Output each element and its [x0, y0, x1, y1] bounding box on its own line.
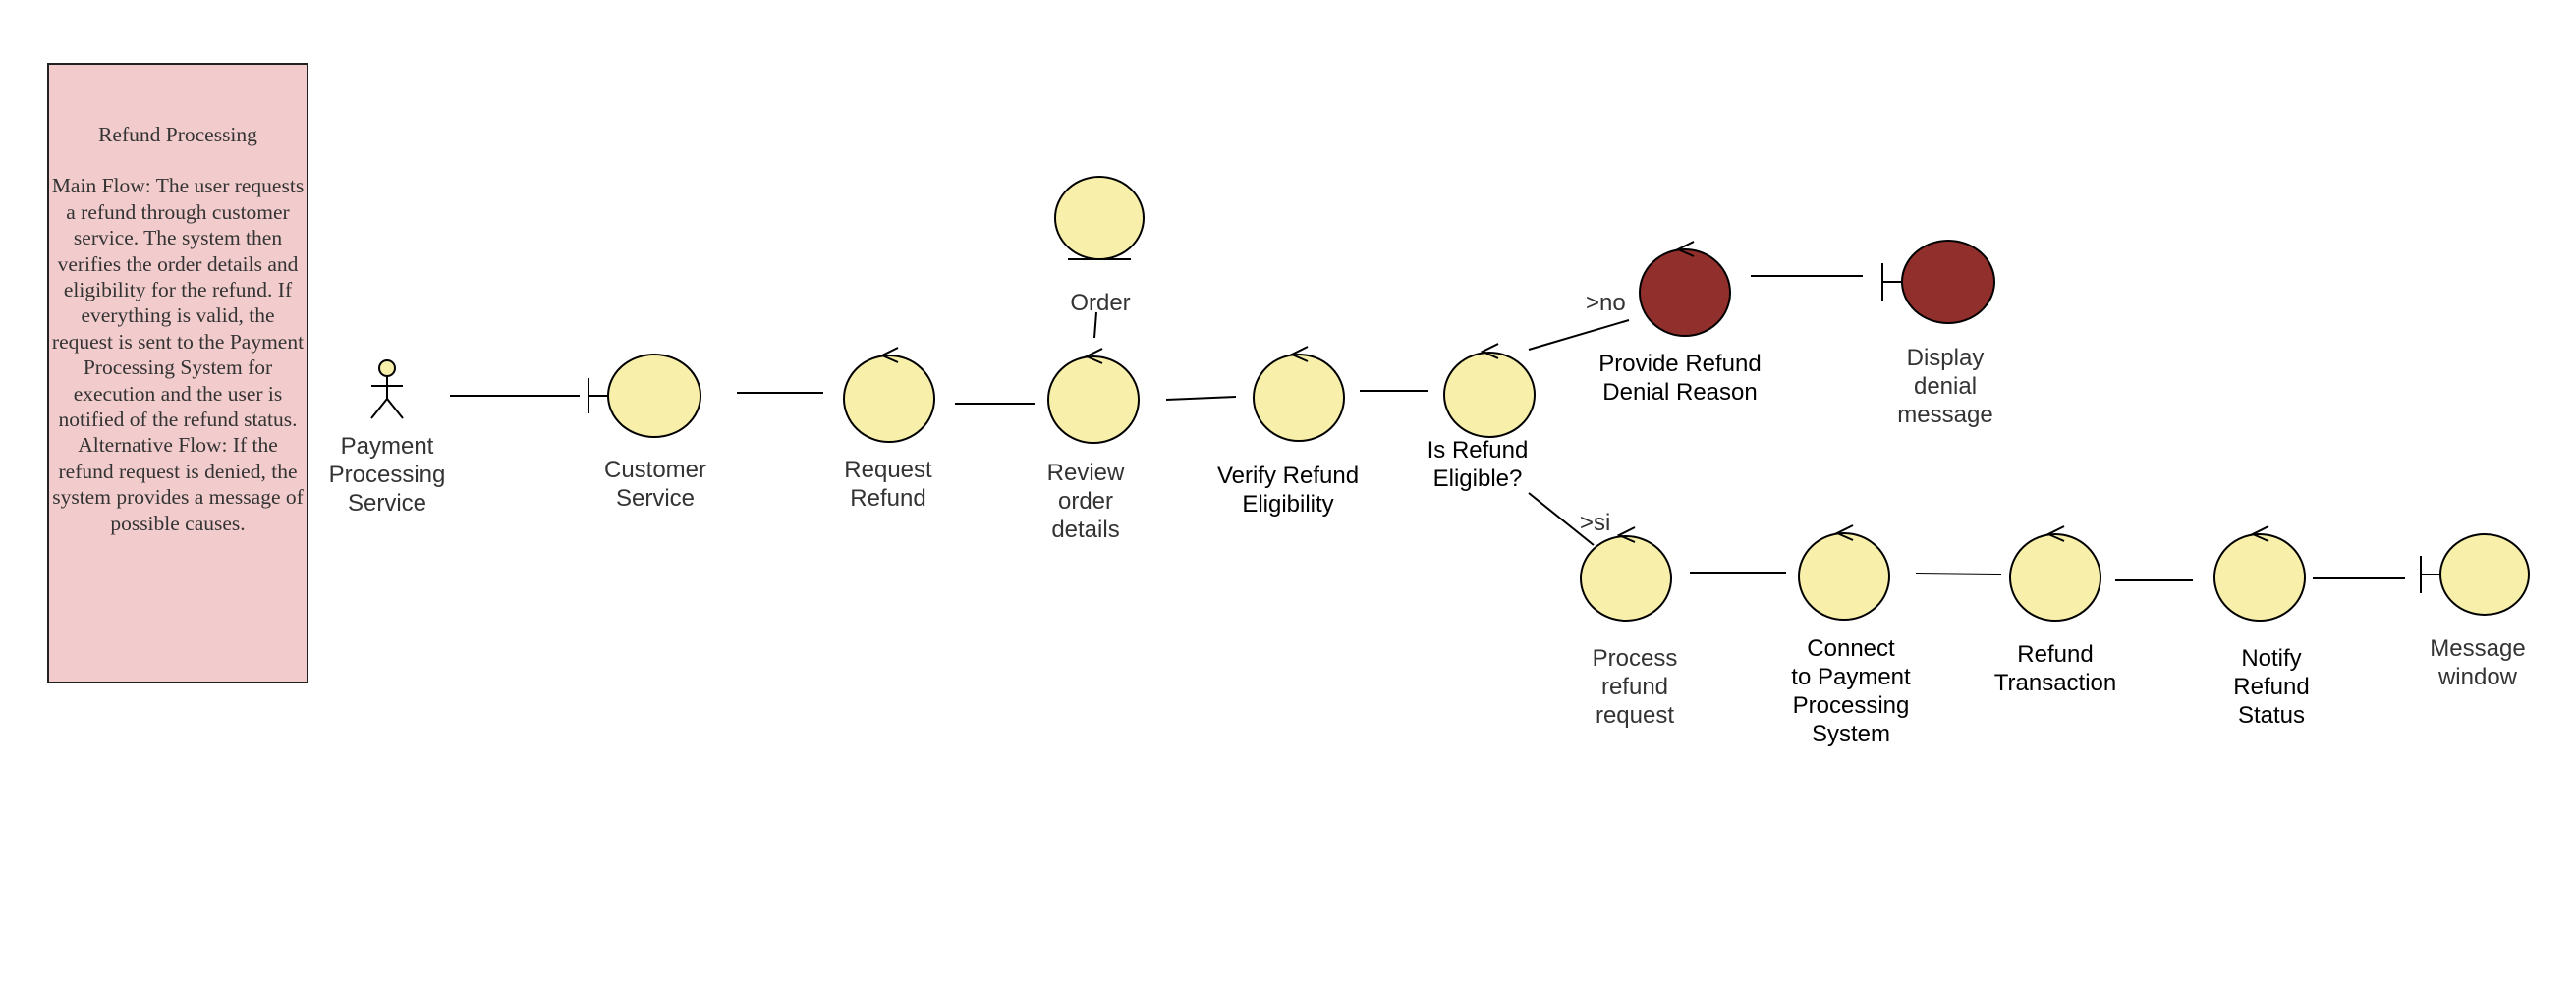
request-refund-label: Request Refund [844, 457, 932, 512]
note-title: Refund Processing [98, 123, 257, 146]
provide-denial-control-icon [1639, 241, 1731, 337]
customer-service-label: Customer Service [603, 457, 707, 512]
customer-service-boundary-icon [588, 354, 701, 438]
connector-order-review [1093, 311, 1097, 339]
order-entity-icon [1054, 176, 1145, 260]
process-refund-control-icon [1580, 526, 1672, 622]
message-window-boundary-icon [2420, 533, 2530, 616]
note-text: Main Flow: The user requests a refund th… [51, 174, 305, 535]
connect-payment-control-icon [1798, 524, 1890, 621]
actor-icon [370, 359, 404, 419]
use-case-note: Refund Processing Main Flow: The user re… [47, 63, 308, 683]
is-refund-eligible-label: Is Refund Eligible? [1427, 437, 1529, 492]
connectors [450, 275, 2405, 581]
connector-eligible-process [1528, 492, 1595, 546]
refund-transaction-control-icon [2009, 525, 2101, 622]
connector-eligible-denial [1528, 319, 1630, 351]
message-window-label: Message window [2430, 635, 2526, 690]
actor-label: Payment Processing Service [328, 433, 446, 517]
display-denial-label: Display denial message [1897, 345, 1993, 428]
verify-refund-control-icon [1253, 346, 1345, 442]
order-label: Order [1070, 290, 1131, 316]
process-refund-label: Process refund request [1592, 645, 1678, 729]
notify-status-label: Notify Refund Status [2233, 645, 2310, 729]
refund-transaction-label: Refund Transaction [1993, 641, 2117, 696]
notify-status-control-icon [2213, 525, 2306, 622]
display-denial-boundary-icon [1881, 240, 1995, 324]
review-order-label: Review order details [1046, 460, 1125, 543]
review-order-control-icon [1047, 348, 1140, 444]
branch-si-label: >si [1580, 510, 1611, 536]
request-refund-control-icon [843, 347, 935, 443]
connector-review-verify [1165, 396, 1237, 401]
connect-payment-label: Connect to Payment Processing System [1791, 635, 1911, 747]
is-refund-eligible-control-icon [1443, 343, 1536, 438]
branch-no-label: >no [1586, 290, 1626, 316]
verify-refund-label: Verify Refund Eligibility [1216, 463, 1360, 518]
provide-denial-label: Provide Refund Denial Reason [1598, 351, 1762, 406]
